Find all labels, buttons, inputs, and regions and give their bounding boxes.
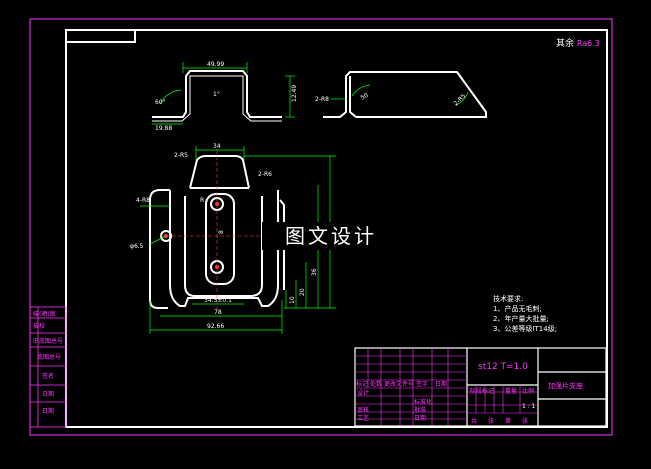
tb-craft: 工艺 xyxy=(357,415,370,422)
tb-sheet: 张 xyxy=(522,418,529,425)
title-block xyxy=(354,347,607,427)
dim-angle: 60° xyxy=(155,99,166,106)
roughness-label: 其余 xyxy=(556,39,575,49)
roughness-note: 其余 Ra6.3 xyxy=(556,36,600,49)
tb-scale: 1 : 1 xyxy=(522,403,536,410)
side-view xyxy=(323,71,487,118)
tb-date: 日期 xyxy=(435,381,448,388)
dim-h10: 10 xyxy=(289,296,296,304)
dim-w9266: 92.66 xyxy=(207,323,224,330)
tech-note-item: 3、公差等级IT14级; xyxy=(493,325,558,333)
plan-view xyxy=(149,155,285,309)
strip-label: 日期 xyxy=(42,391,55,398)
strip-label: 描校 xyxy=(33,323,46,330)
tb-approve: 批准 xyxy=(414,407,427,414)
tech-notes-heading: 技术要求: xyxy=(493,295,524,303)
dim-w345: 34.5±0.1 xyxy=(204,297,232,304)
dim-top-width: 49.99 xyxy=(207,61,224,68)
dim-h36: 36 xyxy=(311,268,318,276)
tb-sign: 签字 xyxy=(416,381,429,388)
front-view xyxy=(152,70,282,122)
tb-check: 审核 xyxy=(357,407,370,414)
dim-w34: 34 xyxy=(213,143,221,150)
tb-change: 更改文件号 xyxy=(384,381,415,388)
tb-design: 设计 xyxy=(357,390,370,397)
dim-h8: 8 xyxy=(218,230,225,234)
frame-tab xyxy=(66,30,136,43)
tb-sheet: 张 xyxy=(488,418,495,425)
sheet-border xyxy=(29,18,613,436)
tech-note-item: 1、产品无毛刺; xyxy=(493,305,542,313)
dim-2r6: 2-R6 xyxy=(258,171,272,178)
tb-sheet: 第 xyxy=(505,418,512,425)
dim-height-top: 12.49 xyxy=(291,85,298,102)
title-block-grid xyxy=(355,348,538,426)
roughness-value: Ra6.3 xyxy=(576,39,600,48)
dim-side-len: 50 xyxy=(360,92,370,102)
front-view-dims xyxy=(152,62,295,125)
dim-h20: 20 xyxy=(299,288,306,296)
tech-note-item: 2、年产量大批量; xyxy=(493,315,549,323)
dim-side-r: 2-R8 xyxy=(315,96,329,103)
tb-mark: 标记 xyxy=(356,381,369,388)
tb-sheet: 共 xyxy=(471,418,478,425)
dim-w78: 78 xyxy=(214,309,222,316)
tb-weight: 重量 xyxy=(505,388,518,395)
tb-stage: 阶段标记 xyxy=(470,388,495,395)
dim-2r5: 2-R5 xyxy=(174,152,188,159)
dim-hole: φ6.5 xyxy=(130,243,144,250)
drawing-frame xyxy=(65,29,608,428)
tb-ratio: 比例 xyxy=(522,388,535,395)
dim-r-mid: R xyxy=(200,197,204,204)
strip-label: 描(晒)图 xyxy=(33,311,56,318)
strip-label: 旧底图总号 xyxy=(33,338,64,345)
strip-label: 底图总号 xyxy=(37,354,62,361)
tb-std: 标准化 xyxy=(414,399,433,406)
dim-r-top: 1° xyxy=(213,91,220,98)
watermark: 图文设计 xyxy=(262,222,400,250)
strip-label: 签名 xyxy=(42,373,55,380)
dim-bottom-w: 19.88 xyxy=(155,125,172,132)
tech-notes: 技术要求: 1、产品无毛刺; 2、年产量大批量; 3、公差等级IT14级; xyxy=(493,294,557,334)
tb-count: 处数 xyxy=(370,381,383,388)
part-name: 加强片支座 xyxy=(548,382,583,390)
dim-4r8: 4-R8 xyxy=(136,197,150,204)
strip-label: 日期 xyxy=(42,408,55,415)
dim-side-r2: 2-R5 xyxy=(452,92,467,107)
side-view-dims xyxy=(330,84,469,106)
left-strip xyxy=(29,306,67,428)
tb-date2: 日期 xyxy=(414,415,427,422)
material-spec: st12 T=1.0 xyxy=(478,362,528,372)
